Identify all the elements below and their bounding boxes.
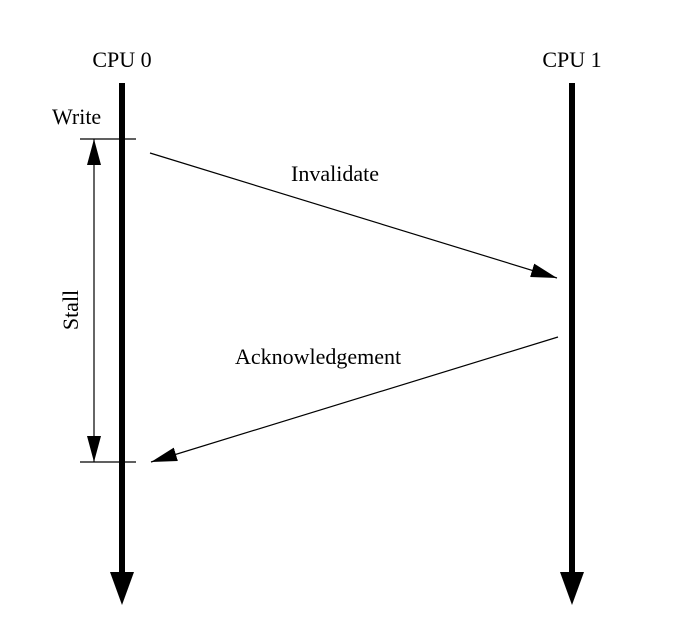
cpu1-timeline-arrowhead [560, 572, 584, 605]
stall-label: Stall [58, 290, 83, 330]
cpu0-timeline [110, 83, 134, 605]
acknowledgement-message-arrow [150, 336, 559, 463]
acknowledgement-label: Acknowledgement [235, 344, 401, 369]
cpu1-label: CPU 1 [542, 47, 601, 72]
cpu0-label: CPU 0 [92, 47, 151, 72]
write-label: Write [52, 104, 101, 129]
invalidate-label: Invalidate [291, 161, 379, 186]
cpu1-timeline [560, 83, 584, 605]
cpu0-timeline-arrowhead [110, 572, 134, 605]
invalidate-message-arrow [149, 152, 558, 279]
